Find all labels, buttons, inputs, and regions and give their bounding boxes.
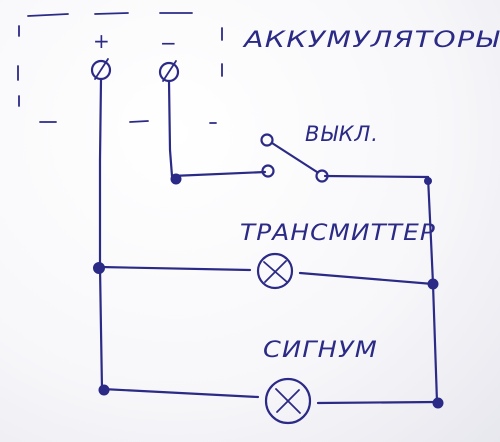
node	[427, 278, 439, 290]
node	[98, 384, 110, 396]
switch-label: ВЫКЛ.	[305, 122, 379, 146]
node	[424, 177, 432, 185]
battery-label: АККУМУЛЯТОРЫ	[241, 28, 500, 53]
minus-sign: −	[160, 31, 178, 55]
transmitter-label: ТРАНСМИТТЕР	[240, 221, 436, 246]
node	[93, 262, 105, 274]
transmitter-lamp-icon	[256, 252, 294, 290]
battery-box	[17, 12, 223, 124]
plus-sign: +	[93, 29, 111, 53]
node	[170, 173, 182, 185]
node	[432, 397, 444, 409]
signum-label: СИГНУМ	[263, 338, 378, 363]
signum-lamp-icon	[264, 377, 312, 425]
junction-nodes	[93, 173, 444, 409]
terminal-positive	[90, 58, 112, 81]
switch	[260, 133, 329, 183]
terminal-negative	[158, 60, 180, 83]
